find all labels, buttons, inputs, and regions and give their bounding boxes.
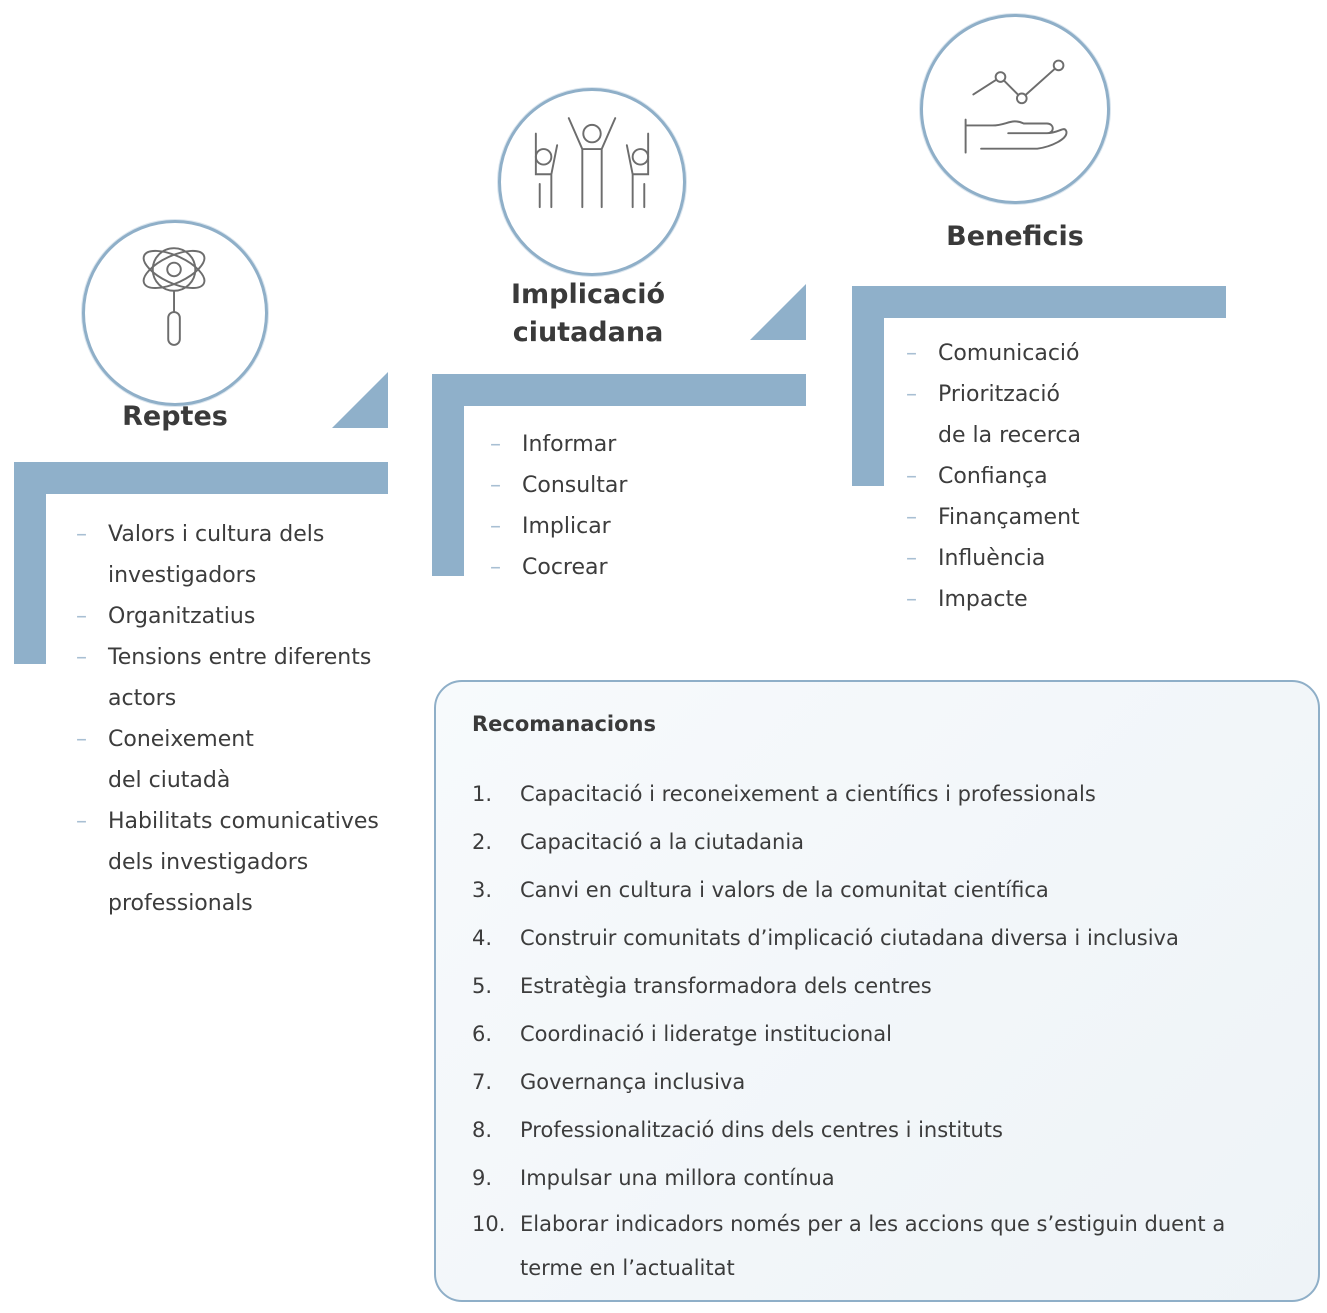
implicacio-icon-circle — [498, 88, 686, 276]
recommendation-item: 1. Capacitació i reconeixement a científi… — [472, 770, 1272, 818]
list-item: –Consultar — [490, 465, 770, 506]
recommendation-item: 6. Coordinació i lideratge institucional — [472, 1010, 1272, 1058]
recommendation-number: 4. — [472, 926, 493, 950]
recommendation-item: 8. Professionalització dins dels centres … — [472, 1106, 1272, 1154]
list-item-text: Confiança — [938, 464, 1048, 489]
implicacio-bracket-top — [432, 374, 806, 406]
recommendation-text: Coordinació i lideratge institucional — [520, 1022, 892, 1046]
recommendation-number: 5. — [472, 974, 493, 998]
list-item: –Finançament — [906, 497, 1206, 538]
list-item: –Influència — [906, 538, 1206, 579]
recommendation-number: 9. — [472, 1166, 493, 1190]
dash-bullet: – — [906, 505, 917, 530]
people-raising-hands-icon — [534, 117, 650, 209]
list-item-text: Priorització de la recerca — [938, 382, 1081, 448]
recommendation-text: Professionalització dins dels centres i … — [520, 1118, 1003, 1142]
dash-bullet: – — [76, 727, 87, 752]
reptes-bracket-top — [14, 462, 388, 494]
list-item: –Informar — [490, 424, 770, 465]
recommendation-text: Capacitació i reconeixement a científics… — [520, 782, 1096, 806]
recommendation-number: 1. — [472, 782, 493, 806]
beneficis-list: –Comunicació –Priorització de la recerca… — [906, 333, 1206, 620]
recommendations-title: Recomanacions — [472, 712, 656, 736]
recommendation-text: Elaborar indicadors només per a les acci… — [520, 1212, 1226, 1280]
list-item-text: Implicar — [522, 514, 611, 539]
list-item-text: Consultar — [522, 473, 628, 498]
list-item: –Impacte — [906, 579, 1206, 620]
recommendation-item: 5. Estratègia transformadora dels centres — [472, 962, 1272, 1010]
reptes-title: Reptes — [122, 401, 228, 432]
list-item: –Valors i cultura dels investigadors — [76, 514, 416, 596]
recommendation-number: 8. — [472, 1118, 493, 1142]
recommendation-number: 7. — [472, 1070, 493, 1094]
recommendation-text: Capacitació a la ciutadania — [520, 830, 805, 854]
recommendation-item: 4. Construir comunitats d’implicació ciut… — [472, 914, 1272, 962]
list-item: –Organitzatius — [76, 596, 416, 637]
dash-bullet: – — [906, 382, 917, 407]
recommendation-text: Impulsar una millora contínua — [520, 1166, 835, 1190]
implicacio-bracket-side — [432, 374, 464, 576]
recommendations-list: 1. Capacitació i reconeixement a científi… — [472, 770, 1272, 1290]
dash-bullet: – — [490, 432, 501, 457]
beneficis-bracket-top — [852, 286, 1226, 318]
list-item: –Priorització de la recerca — [906, 374, 1206, 456]
recommendation-item: 7. Governança inclusiva — [472, 1058, 1272, 1106]
dash-bullet: – — [906, 587, 917, 612]
recommendation-text: Construir comunitats d’implicació ciutad… — [520, 926, 1179, 950]
recommendation-item: 3. Canvi en cultura i valors de la comuni… — [472, 866, 1272, 914]
recommendation-text: Estratègia transformadora dels centres — [520, 974, 932, 998]
recommendation-item: 9. Impulsar una millora contínua — [472, 1154, 1272, 1202]
dash-bullet: – — [906, 546, 917, 571]
list-item-text: Comunicació — [938, 341, 1080, 366]
list-item: –Comunicació — [906, 333, 1206, 374]
list-item: –Habilitats comunicatives dels investiga… — [76, 801, 416, 924]
recommendation-number: 10. — [472, 1212, 506, 1236]
list-item: –Confiança — [906, 456, 1206, 497]
list-item-text: Habilitats comunicatives dels investigad… — [108, 809, 379, 916]
reptes-icon-circle — [82, 220, 268, 406]
list-item-text: Valors i cultura dels investigadors — [108, 522, 325, 588]
reptes-bracket-side — [14, 462, 46, 664]
recommendation-item: 10. Elaborar indicadors només per a les a… — [472, 1202, 1272, 1290]
dash-bullet: – — [906, 341, 917, 366]
list-item: –Cocrear — [490, 547, 770, 588]
hand-growth-chart-icon — [964, 59, 1068, 154]
list-item: –Implicar — [490, 506, 770, 547]
list-item: –Coneixement del ciutadà — [76, 719, 416, 801]
dash-bullet: – — [76, 604, 87, 629]
implicacio-list: –Informar –Consultar –Implicar –Cocrear — [490, 424, 770, 588]
dash-bullet: – — [490, 514, 501, 539]
list-item-text: Coneixement del ciutadà — [108, 727, 254, 793]
magnifier-atom-icon — [142, 247, 206, 346]
list-item-text: Impacte — [938, 587, 1028, 612]
list-item-text: Organitzatius — [108, 604, 256, 629]
dash-bullet: – — [76, 645, 87, 670]
beneficis-icon-circle — [920, 14, 1110, 204]
list-item-text: Tensions entre diferents actors — [108, 645, 372, 711]
list-item: –Tensions entre diferents actors — [76, 637, 416, 719]
beneficis-title: Beneficis — [946, 221, 1084, 252]
dash-bullet: – — [490, 473, 501, 498]
list-item-text: Informar — [522, 432, 617, 457]
recommendation-text: Governança inclusiva — [520, 1070, 746, 1094]
recommendation-number: 6. — [472, 1022, 493, 1046]
dash-bullet: – — [490, 555, 501, 580]
recommendation-text: Canvi en cultura i valors de la comunita… — [520, 878, 1049, 902]
dash-bullet: – — [76, 809, 87, 834]
recommendations-box: Recomanacions 1. Capacitació i reconeixem… — [434, 680, 1320, 1302]
beneficis-bracket-side — [852, 286, 884, 486]
dash-bullet: – — [906, 464, 917, 489]
dash-bullet: – — [76, 522, 87, 547]
list-item-text: Cocrear — [522, 555, 608, 580]
implicacio-title: Implicació ciutadana — [510, 279, 666, 348]
reptes-triangle — [332, 372, 388, 428]
reptes-list: –Valors i cultura dels investigadors –Or… — [76, 514, 416, 924]
implicacio-triangle — [750, 284, 806, 340]
recommendation-number: 2. — [472, 830, 493, 854]
recommendation-number: 3. — [472, 878, 493, 902]
list-item-text: Finançament — [938, 505, 1080, 530]
recommendation-item: 2. Capacitació a la ciutadania — [472, 818, 1272, 866]
list-item-text: Influència — [938, 546, 1046, 571]
